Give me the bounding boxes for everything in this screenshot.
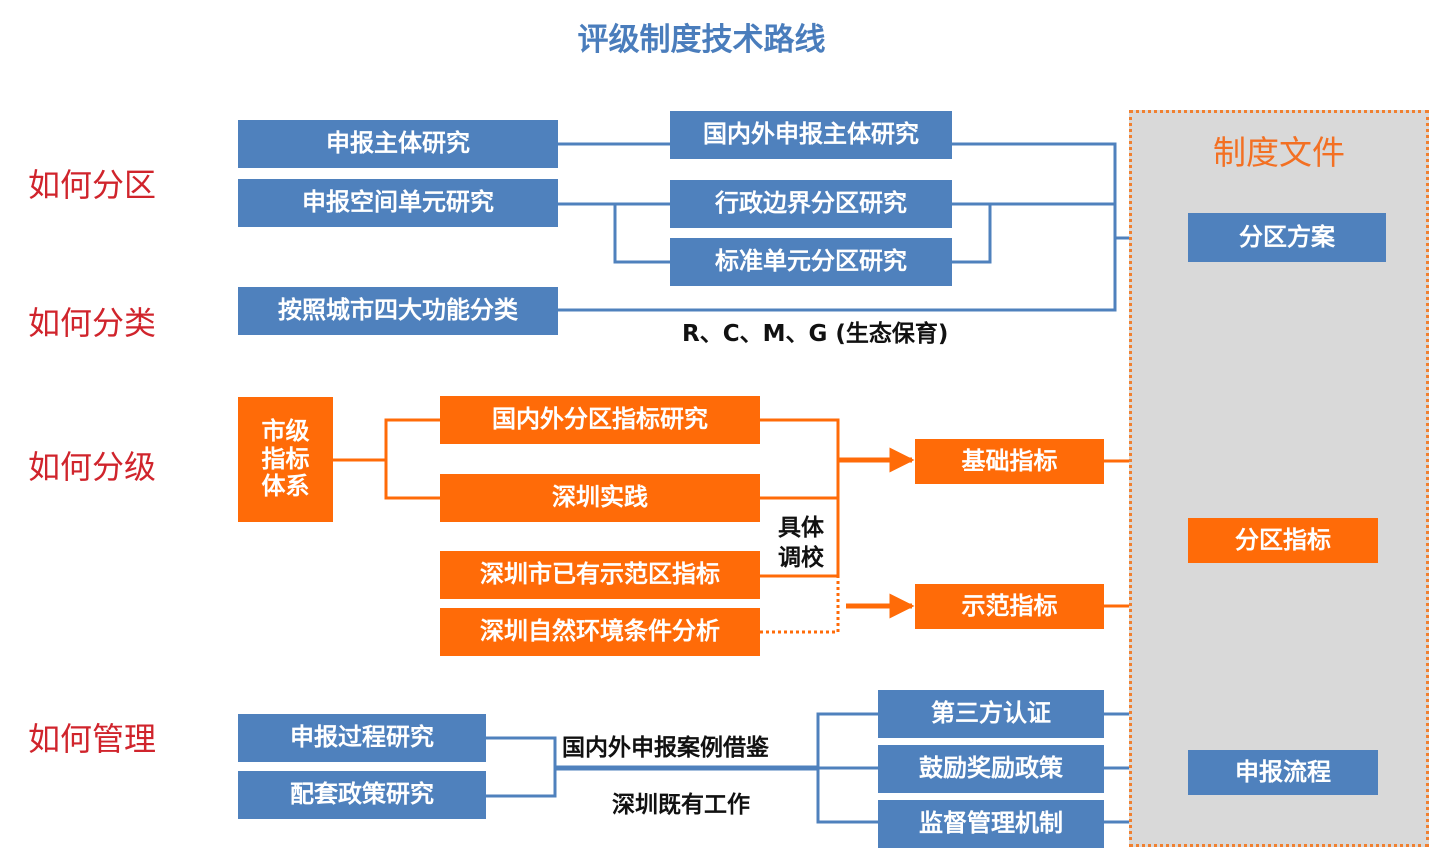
city-index-system-box: 市级 指标 体系 (238, 397, 333, 522)
domestic-zone-index-box: 国内外分区指标研究 (440, 396, 760, 444)
third-party-box: 第三方认证 (878, 690, 1104, 738)
supervision-box: 监督管理机制 (878, 800, 1104, 848)
policy-research-box: 配套政策研究 (238, 771, 486, 819)
domestic-subject-research-box: 国内外申报主体研究 (670, 111, 952, 159)
adjust-note: 具体 调校 (778, 515, 824, 571)
admin-boundary-research-box: 行政边界分区研究 (670, 180, 952, 228)
process-box: 申报流程 (1188, 750, 1378, 795)
page-title: 评级制度技术路线 (577, 22, 826, 58)
space-unit-research-box: 申报空间单元研究 (238, 179, 558, 227)
side-label-manage: 如何管理 (28, 720, 157, 758)
panel-title: 制度文件 (1213, 133, 1345, 172)
demo-index-box: 示范指标 (915, 584, 1104, 629)
basic-index-box: 基础指标 (915, 439, 1104, 484)
incentive-policy-box: 鼓励奖励政策 (878, 745, 1104, 793)
zone-plan-box: 分区方案 (1188, 213, 1386, 262)
natural-env-box: 深圳自然环境条件分析 (440, 608, 760, 656)
standard-unit-research-box: 标准单元分区研究 (670, 238, 952, 286)
side-label-classify: 如何分类 (28, 304, 157, 342)
zone-index-box: 分区指标 (1188, 518, 1378, 563)
four-functions-box: 按照城市四大功能分类 (238, 287, 558, 335)
side-label-grade: 如何分级 (28, 448, 157, 486)
process-research-box: 申报过程研究 (238, 714, 486, 762)
demo-zone-index-box: 深圳市已有示范区指标 (440, 551, 760, 599)
subject-research-box: 申报主体研究 (238, 120, 558, 168)
case-reference-note: 国内外申报案例借鉴 (562, 735, 769, 761)
shenzhen-practice-box: 深圳实践 (440, 474, 760, 522)
side-label-zone: 如何分区 (28, 166, 157, 204)
rcmg-note: R、C、M、G (生态保育) (682, 321, 949, 347)
existing-work-note: 深圳既有工作 (612, 792, 750, 818)
